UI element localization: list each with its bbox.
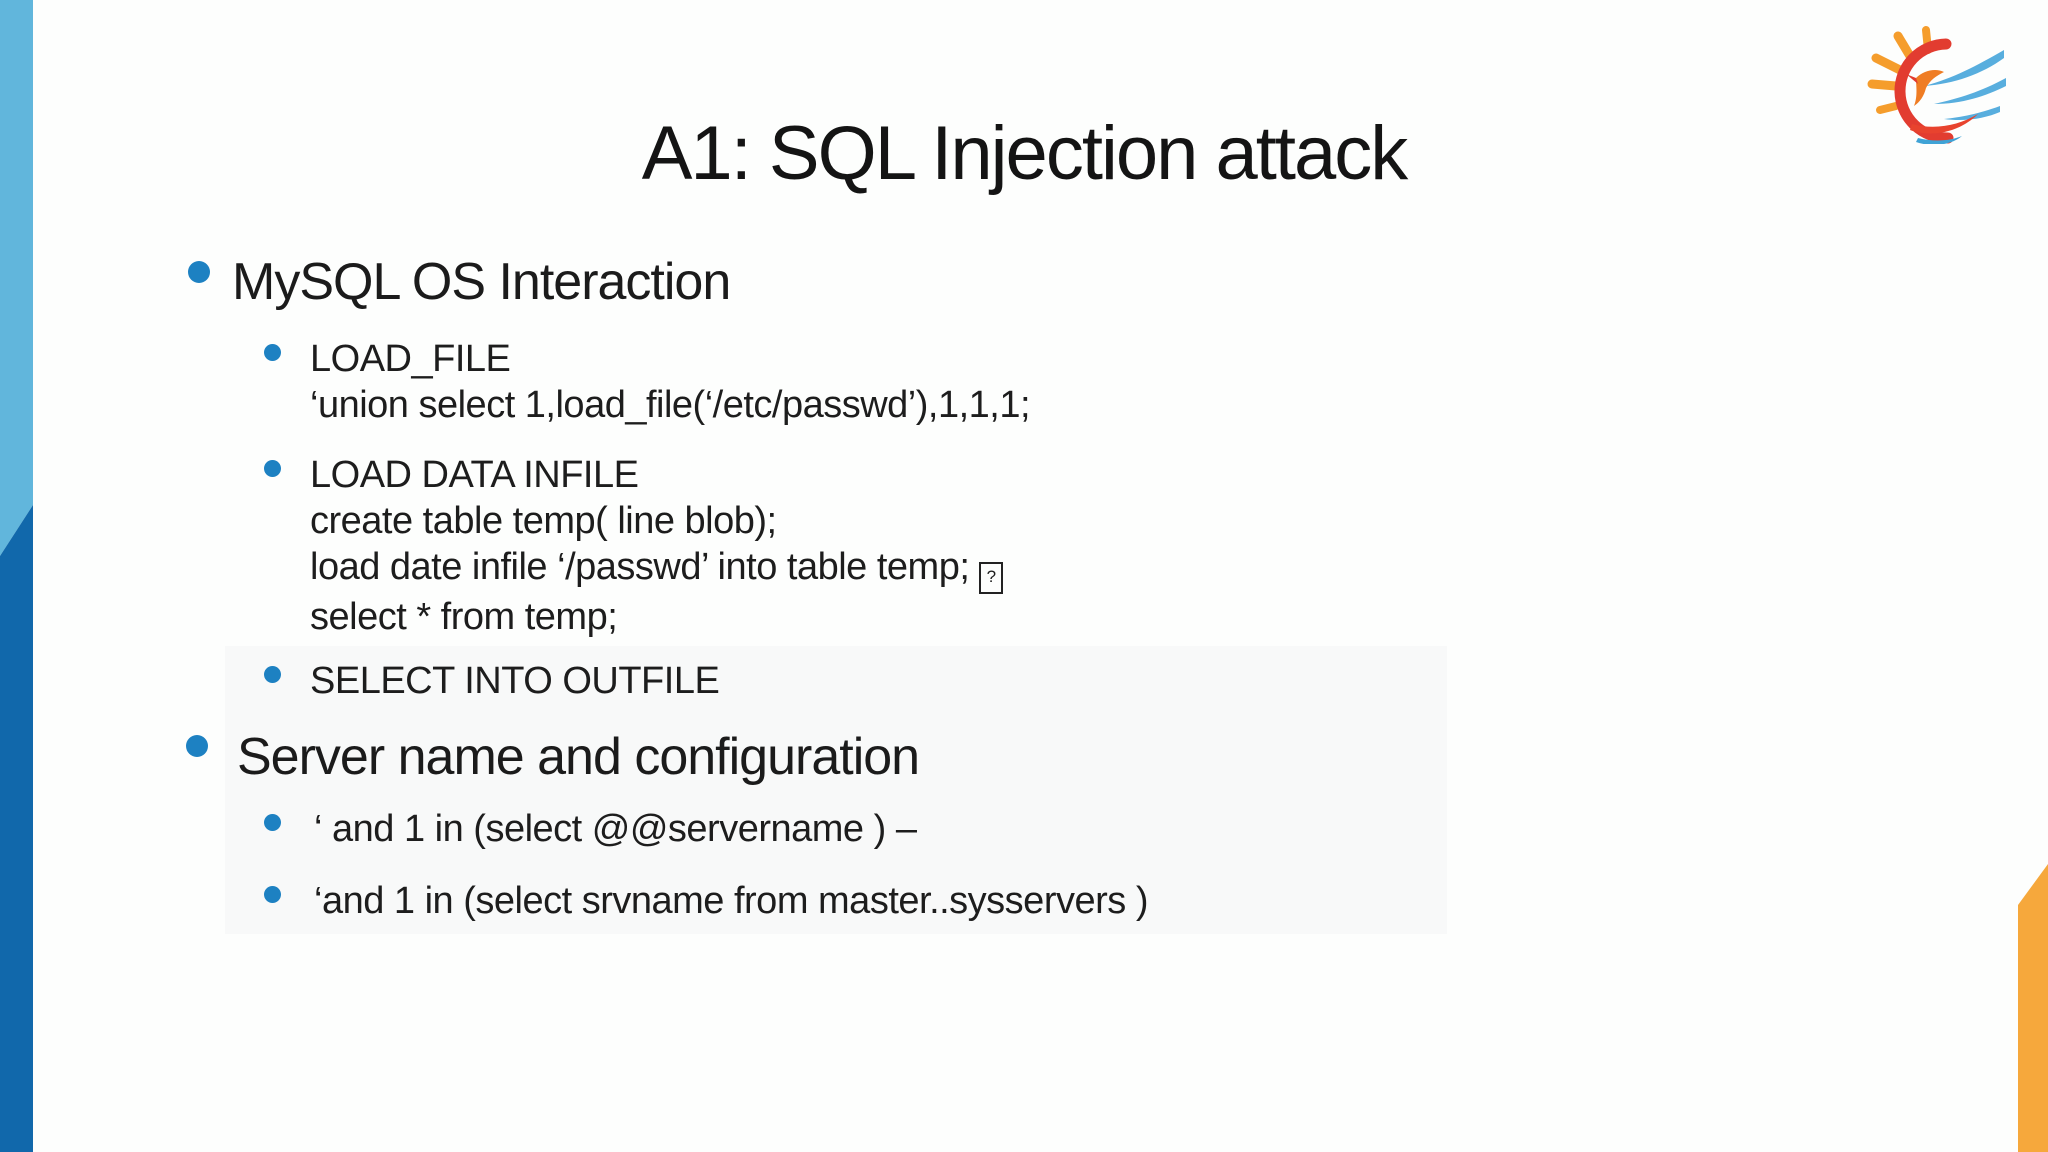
left-bar-light-blue <box>0 0 33 556</box>
bullet-icon <box>264 814 281 831</box>
bullet-icon <box>264 460 281 477</box>
list-item-line: select * from temp; <box>310 596 618 638</box>
bullet-icon <box>186 735 208 757</box>
left-bar-dark-blue <box>0 505 33 1152</box>
list-item-line: LOAD DATA INFILE <box>310 454 639 496</box>
list-item-line: create table temp( line blob); <box>310 500 777 542</box>
list-item: ‘ and 1 in (select @@servername ) – <box>314 808 917 850</box>
list-item: SELECT INTO OUTFILE <box>310 660 720 702</box>
list-item-line: LOAD_FILE <box>310 338 511 380</box>
list-item-line: load date infile ‘/passwd’ into table te… <box>310 544 1004 594</box>
bullet-icon <box>264 344 281 361</box>
list-item: LOAD DATA INFILE create table temp( line… <box>310 452 1004 640</box>
bullet-icon <box>264 666 281 683</box>
bottom-right-orange-bar <box>2018 864 2048 1152</box>
faint-highlight-band <box>225 646 1447 934</box>
section-heading: MySQL OS Interaction <box>232 253 731 311</box>
list-item-line-text: load date infile ‘/passwd’ into table te… <box>310 546 970 588</box>
missing-glyph-box-icon: ? <box>979 562 1004 594</box>
list-item: ‘and 1 in (select srvname from master..s… <box>314 880 1148 922</box>
section-heading: Server name and configuration <box>237 728 920 786</box>
sun-rays-icon <box>1867 26 1932 114</box>
list-item: LOAD_FILE ‘union select 1,load_file(‘/et… <box>310 336 1031 428</box>
bullet-icon <box>264 886 281 903</box>
bullet-icon <box>188 261 210 283</box>
bird-icon <box>1906 70 1944 106</box>
list-item-line: ‘union select 1,load_file(‘/etc/passwd’)… <box>310 384 1031 426</box>
wing-swooshes-icon <box>1924 50 2006 121</box>
page-title: A1: SQL Injection attack <box>641 111 1409 196</box>
